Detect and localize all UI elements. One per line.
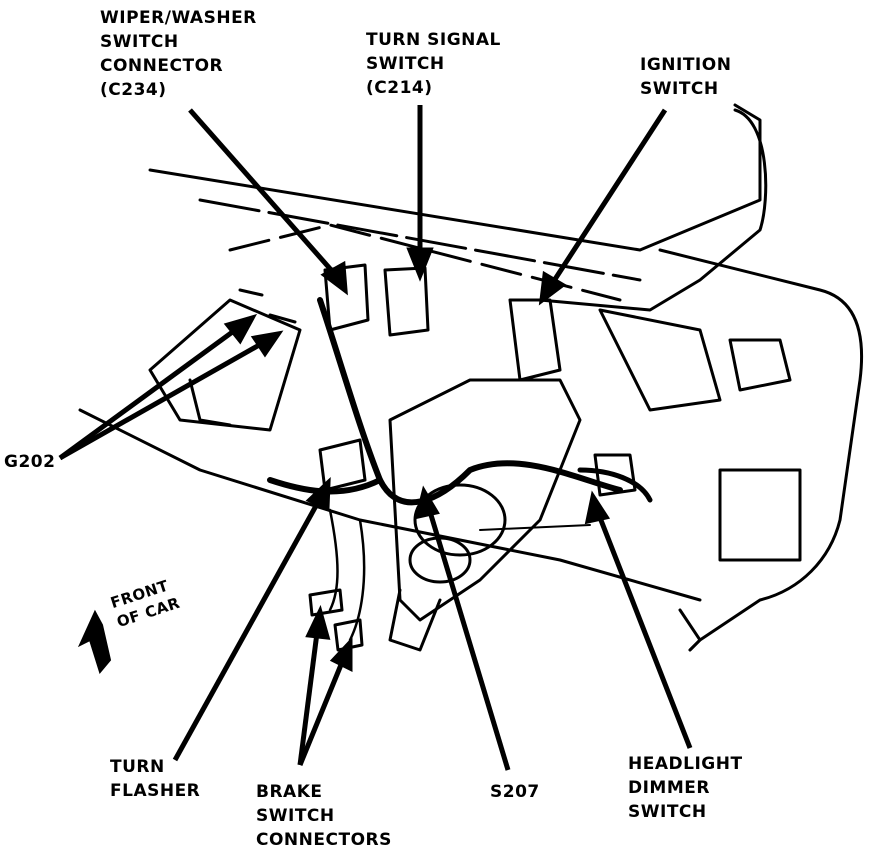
ignition-switch-body	[508, 298, 562, 382]
label-turn-flasher: TURN FLASHER	[110, 755, 200, 803]
arrow-g202-b-line	[58, 337, 270, 461]
arrow-g202-b-head	[250, 330, 284, 358]
label-s207: S207	[490, 780, 540, 804]
label-line: SWITCH	[628, 802, 707, 822]
left-bracket	[188, 378, 232, 427]
arrow-brake-b-head	[329, 636, 353, 673]
label-line: S207	[490, 782, 540, 802]
arrow-ignition-line	[545, 108, 668, 292]
brake-connector-2	[333, 618, 364, 652]
turn-flasher-body	[318, 438, 367, 492]
harness-main	[317, 297, 623, 506]
label-g202: G202	[4, 450, 55, 474]
label-line: (C214)	[366, 78, 433, 98]
label-turn-signal: TURN SIGNAL SWITCH (C214)	[366, 28, 501, 100]
harness-right	[577, 467, 653, 503]
g202-ground-2	[268, 313, 297, 324]
arrow-dimmer-line	[594, 509, 693, 749]
arrow-ignition-head	[538, 270, 567, 306]
arrow-s207-head	[414, 485, 440, 520]
arrow-g202-a-line	[58, 322, 244, 461]
label-line: BRAKE	[256, 782, 323, 802]
label-line: FLASHER	[110, 781, 201, 801]
label-line: DIMMER	[628, 778, 710, 798]
label-line: CONNECTOR	[100, 56, 224, 76]
dash-top-edge	[148, 103, 762, 252]
label-ignition: IGNITION SWITCH	[640, 53, 731, 101]
label-line: HEADLIGHT	[628, 754, 743, 774]
dimmer-rod	[479, 524, 591, 531]
label-line: TURN	[110, 757, 165, 777]
dimmer-switch-body	[593, 453, 637, 497]
label-line: IGNITION	[640, 55, 732, 75]
label-line: SWITCH	[100, 32, 179, 52]
column-shaft-tube	[388, 588, 442, 652]
wiper-connector-body	[323, 263, 370, 332]
arrow-s207-line	[425, 504, 511, 771]
steering-column	[388, 378, 582, 622]
label-line: G202	[4, 452, 56, 472]
label-headlight-dimmer: HEADLIGHT DIMMER SWITCH	[628, 752, 743, 824]
label-line: CONNECTORS	[256, 830, 392, 850]
label-wiper-washer: WIPER/WASHER SWITCH CONNECTOR (C234)	[100, 6, 257, 102]
brake-wires	[328, 508, 366, 642]
right-bracket	[678, 608, 702, 652]
arrow-brake-b-line	[297, 654, 348, 766]
label-line: WIPER/WASHER	[100, 8, 257, 28]
right-vent	[728, 338, 792, 392]
arrow-flasher-head	[305, 476, 331, 512]
arrow-flasher-line	[172, 493, 325, 762]
label-line: SWITCH	[256, 806, 335, 826]
arrow-g202-a-head	[223, 313, 258, 345]
left-panel-box	[148, 298, 302, 432]
label-line: (C234)	[100, 80, 167, 100]
label-brake-switch: BRAKE SWITCH CONNECTORS	[256, 780, 392, 852]
front-of-car-arrow	[77, 609, 112, 675]
arrow-wiper-line	[188, 108, 342, 282]
arrow-dimmer-head	[584, 490, 611, 525]
column-end-ring	[413, 483, 507, 557]
label-line: SWITCH	[640, 79, 719, 99]
arrow-turn-signal-head	[406, 247, 434, 282]
arrow-brake-a-head	[305, 604, 331, 640]
right-panel-box	[598, 308, 722, 412]
dash-upper-rail	[228, 223, 622, 302]
arrow-wiper-head	[320, 260, 348, 296]
dash-rear-panel	[658, 248, 864, 652]
label-line: SWITCH	[366, 54, 445, 74]
knee-bolster	[718, 468, 802, 562]
label-line: TURN SIGNAL	[366, 30, 501, 50]
dash-pad	[538, 108, 768, 312]
turn-signal-connector-body	[383, 266, 430, 337]
brake-connector-1	[308, 588, 344, 617]
g202-ground-1	[238, 288, 264, 297]
arrow-brake-a-line	[297, 624, 321, 766]
